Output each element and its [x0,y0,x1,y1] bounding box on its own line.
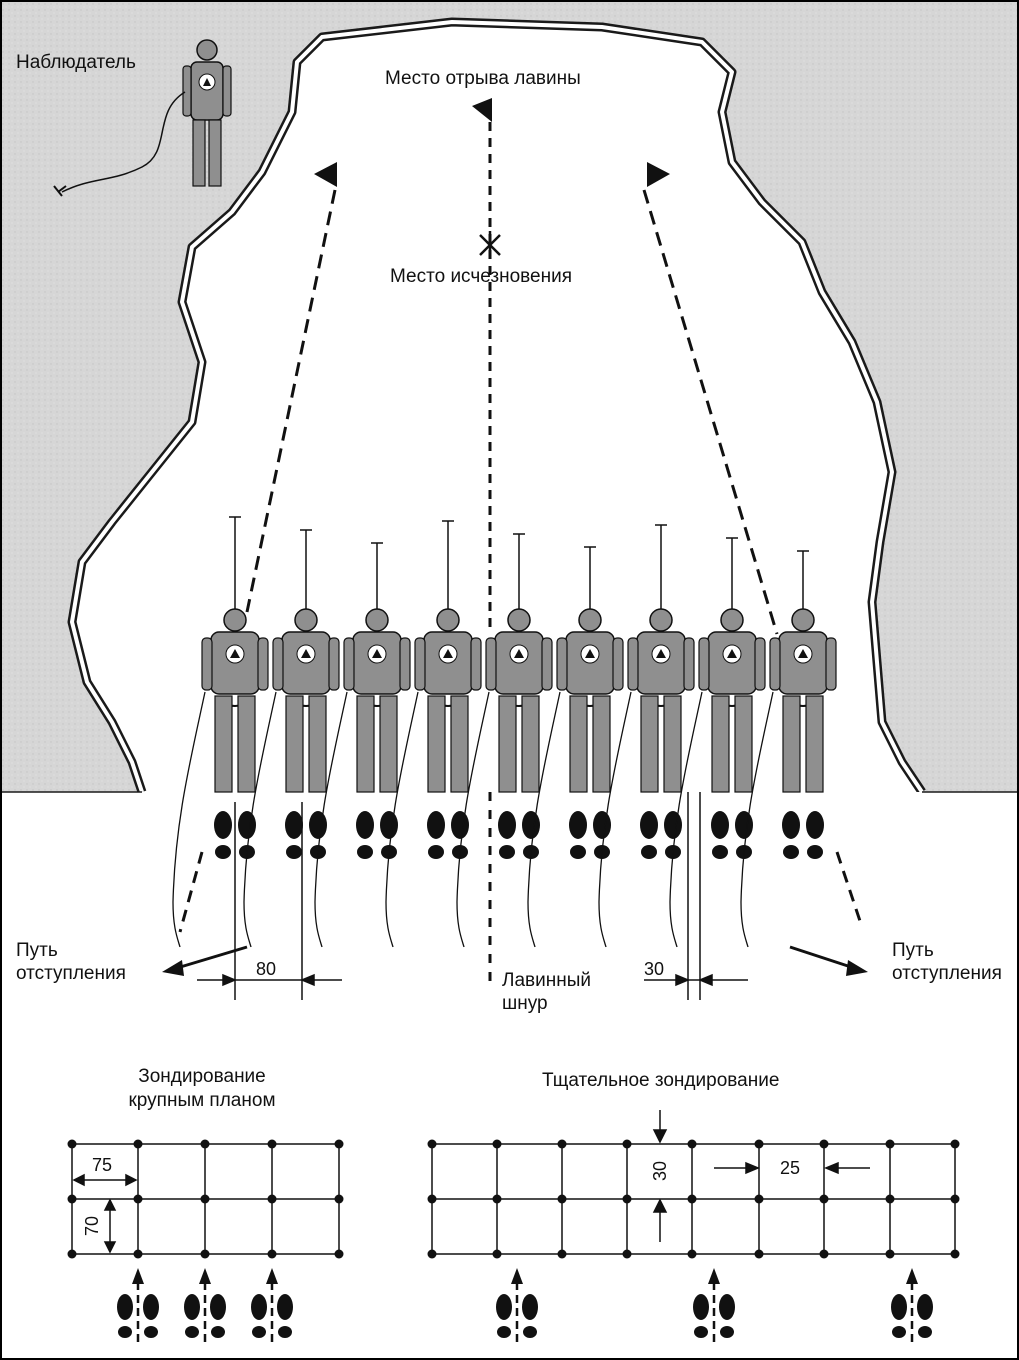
avalanche-cord-label-2: шнур [502,993,548,1015]
flag-icon [472,98,492,122]
grid-75-label: 75 [92,1154,112,1176]
flag-icon [314,162,337,187]
fine-probing-label: Тщательное зондирование [542,1070,779,1092]
grid-30-label: 30 [649,1161,671,1181]
flag-icon [647,162,670,187]
retreat-left-label-1: Путь [16,940,58,962]
avalanche-start-label: Место отрыва лавины [385,68,581,90]
coarse-probing-label-1: Зондирование [138,1066,266,1088]
coarse-probing-label-2: крупным планом [128,1090,275,1112]
observer-label: Наблюдатель [16,52,136,74]
retreat-right-label-2: отступления [892,963,1002,985]
right-search-line [644,190,777,634]
cross-mark-icon [480,231,500,259]
grid-25-label: 25 [780,1157,800,1179]
avalanche-cord-label-1: Лавинный [502,970,591,992]
left-search-line [247,190,335,612]
retreat-left-label-2: отступления [16,963,126,985]
retreat-right-label-1: Путь [892,940,934,962]
disappearance-label: Место исчезновения [390,266,572,288]
spacing-80-label: 80 [256,958,276,980]
spacing-30-label: 30 [644,958,664,980]
grid-70-label: 70 [81,1216,103,1236]
